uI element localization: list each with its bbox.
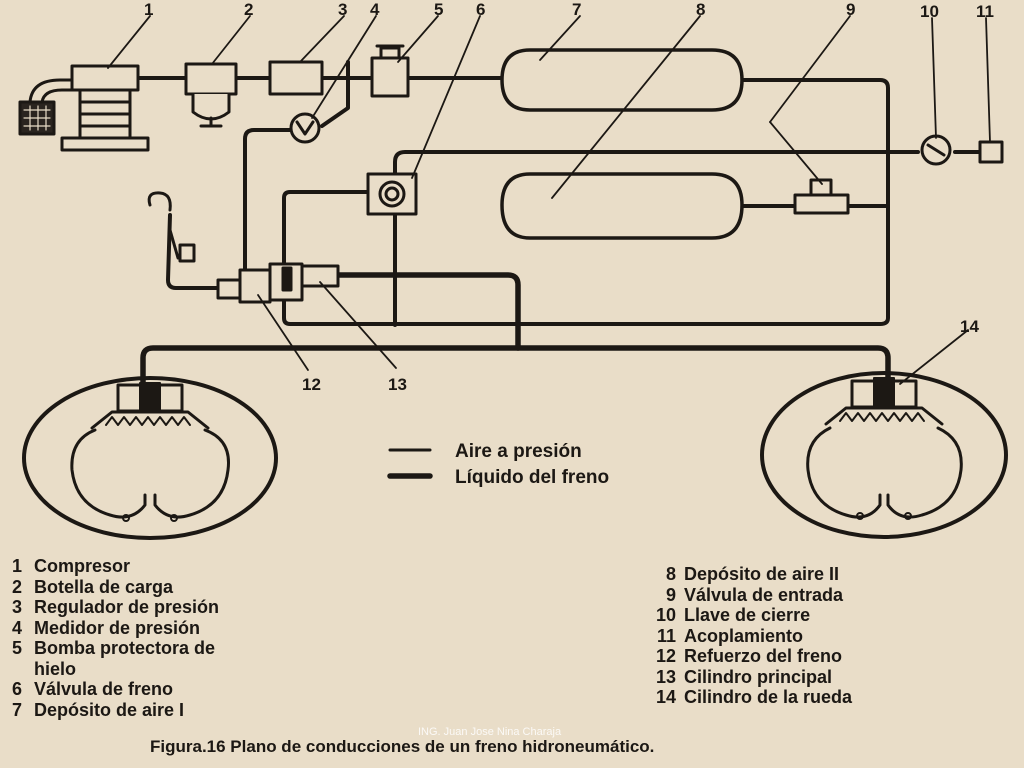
part-row: 14 Cilindro de la rueda — [650, 687, 852, 708]
air-tank-1 — [500, 48, 744, 112]
part-number: 13 — [655, 666, 676, 687]
part-row: 6 Válvula de freno — [12, 679, 219, 700]
part-row: 1 Compresor — [12, 556, 219, 577]
part-row: 11 Acoplamiento — [650, 626, 852, 647]
part-row: 8 Depósito de aire II — [650, 564, 852, 585]
fluid-lines — [140, 272, 891, 385]
master-cylinder — [268, 262, 340, 302]
part-row: hielo — [12, 659, 219, 680]
part-number: 7 — [12, 699, 23, 720]
callout-1: 1 — [144, 0, 153, 19]
part-row: 3 Regulador de presión — [12, 597, 219, 618]
part-row: 10 Llave de cierre — [650, 605, 852, 626]
author-credit: ING. Juan Jose Nina Charaja — [418, 726, 562, 738]
callout-7: 7 — [572, 0, 581, 19]
part-number: 9 — [665, 584, 676, 605]
part-number: 14 — [655, 687, 676, 707]
part-number — [12, 659, 34, 680]
part-label: Compresor — [34, 556, 131, 576]
part-label: Regulador de presión — [34, 597, 220, 617]
part-label: hielo — [34, 658, 77, 679]
callout-14: 14 — [960, 317, 979, 336]
callout-10: 10 — [920, 2, 939, 21]
part-number: 8 — [665, 564, 676, 584]
callout-13: 13 — [388, 375, 407, 394]
parts-list-left: 1 Compresor 2 Botella de carga 3 Regulador … — [12, 556, 219, 720]
callout-5: 5 — [434, 0, 443, 19]
frost-protection-pump — [370, 44, 410, 98]
callout-8: 8 — [696, 0, 705, 19]
wheel-right — [760, 371, 1008, 539]
figure-caption: Figura.16 Plano de conducciones de un fr… — [150, 737, 655, 756]
air-tank-2 — [500, 172, 744, 240]
callout-11: 11 — [976, 2, 994, 21]
part-number: 3 — [12, 597, 23, 617]
coupling — [978, 140, 1004, 164]
part-number: 12 — [655, 646, 676, 666]
part-label: Medidor de presión — [34, 617, 201, 638]
legend-air-label: Aire a presión — [455, 441, 582, 462]
part-label: Cilindro principal — [684, 666, 833, 687]
callout-9: 9 — [846, 0, 855, 19]
pressure-gauge — [289, 112, 321, 144]
part-number: 4 — [12, 617, 23, 638]
part-row: 4 Medidor de presión — [12, 618, 219, 639]
callout-12: 12 — [302, 375, 321, 394]
compressor-filter-mesh — [23, 105, 51, 131]
parts-list-right: 8 Depósito de aire II 9 Válvula de entrada… — [650, 564, 852, 708]
part-label: Depósito de aire II — [684, 564, 840, 584]
shutoff-tap — [920, 134, 952, 166]
callout-4: 4 — [370, 0, 380, 19]
part-number: 11 — [656, 625, 676, 646]
part-number: 1 — [12, 556, 23, 576]
inlet-valve — [793, 178, 850, 215]
part-label: Válvula de entrada — [684, 584, 844, 605]
part-row: 9 Válvula de entrada — [650, 585, 852, 606]
charge-bottle — [184, 62, 238, 128]
callout-numbers: 1 2 3 4 5 6 7 8 9 10 11 12 13 14 — [144, 0, 994, 394]
part-number: 6 — [12, 679, 23, 699]
leader-lines — [107, 15, 991, 385]
wheel-left — [22, 376, 278, 540]
part-number: 2 — [12, 576, 23, 597]
part-label: Válvula de freno — [34, 679, 174, 699]
part-row: 2 Botella de carga — [12, 577, 219, 598]
part-row: 5 Bomba protectora de — [12, 638, 219, 659]
part-label: Acoplamiento — [684, 625, 804, 646]
pressure-regulator — [268, 60, 324, 96]
compressor — [18, 64, 150, 152]
part-row: 13 Cilindro principal — [650, 667, 852, 688]
brake-pedal — [147, 191, 196, 263]
air-lines — [136, 60, 982, 327]
part-number: 10 — [655, 605, 676, 625]
brake-valve — [366, 172, 418, 216]
part-row: 12 Refuerzo del freno — [650, 646, 852, 667]
part-label: Bomba protectora de — [34, 638, 216, 658]
brake-booster — [216, 268, 272, 304]
part-label: Llave de cierre — [684, 605, 811, 625]
part-label: Refuerzo del freno — [684, 646, 843, 666]
part-row: 7 Depósito de aire I — [12, 700, 219, 721]
callout-2: 2 — [244, 0, 253, 19]
part-label: Depósito de aire I — [34, 699, 185, 720]
part-number: 5 — [12, 638, 23, 658]
part-label: Botella de carga — [34, 576, 174, 597]
part-label: Cilindro de la rueda — [684, 687, 853, 707]
callout-3: 3 — [338, 0, 347, 19]
callout-6: 6 — [476, 0, 485, 19]
legend-fluid-label: Líquido del freno — [455, 467, 609, 488]
